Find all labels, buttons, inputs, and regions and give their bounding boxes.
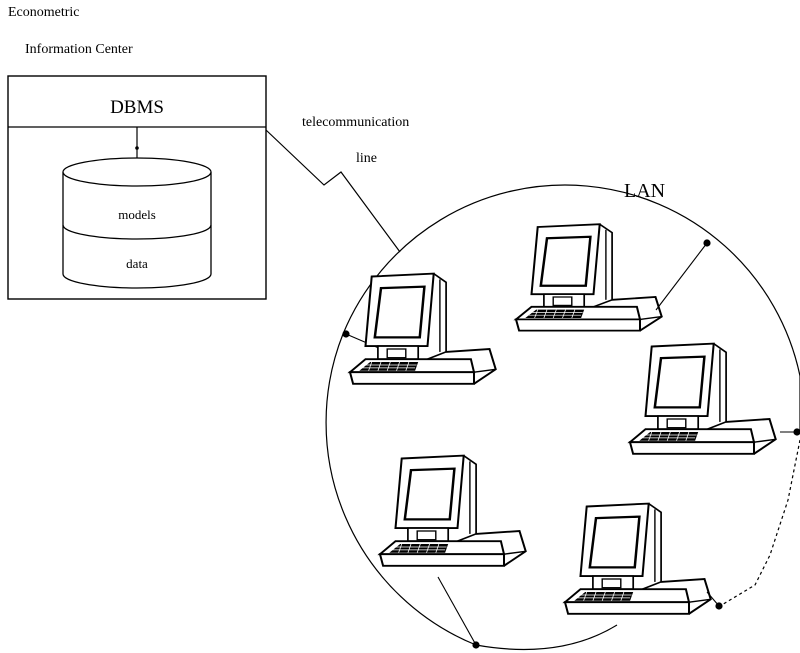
laptop-computer-icon (628, 342, 777, 456)
node-link (655, 242, 708, 311)
lan-label: LAN (624, 180, 666, 202)
data-layer-label: data (126, 256, 148, 271)
information-center-title: Information Center (25, 42, 133, 57)
models-layer-label: models (118, 207, 156, 222)
lan-ring-dashed (719, 439, 800, 607)
database-cylinder-icon (62, 157, 212, 289)
network-node-icon (715, 602, 723, 610)
econometric-title: Econometric (8, 5, 80, 20)
telecommunication-line (265, 129, 401, 253)
information-center-box (7, 75, 267, 300)
telecommunication-label: telecommunication (302, 115, 410, 130)
network-node-icon (703, 239, 711, 247)
node-link (437, 576, 477, 646)
laptop-computer-icon (563, 502, 712, 616)
laptop-computer-icon (348, 272, 497, 386)
dbms-label: DBMS (110, 97, 164, 118)
network-node-icon (342, 330, 350, 338)
laptop-computer-icon (378, 454, 527, 568)
lan-ring-lower (325, 333, 477, 646)
line-label: line (356, 151, 377, 166)
lan-ring (342, 184, 800, 377)
network-node-icon (793, 428, 800, 436)
network-node-icon (472, 641, 480, 649)
laptop-computer-icon (514, 222, 663, 332)
lan-ring-bottom (475, 624, 618, 651)
connector-dot (135, 146, 139, 150)
